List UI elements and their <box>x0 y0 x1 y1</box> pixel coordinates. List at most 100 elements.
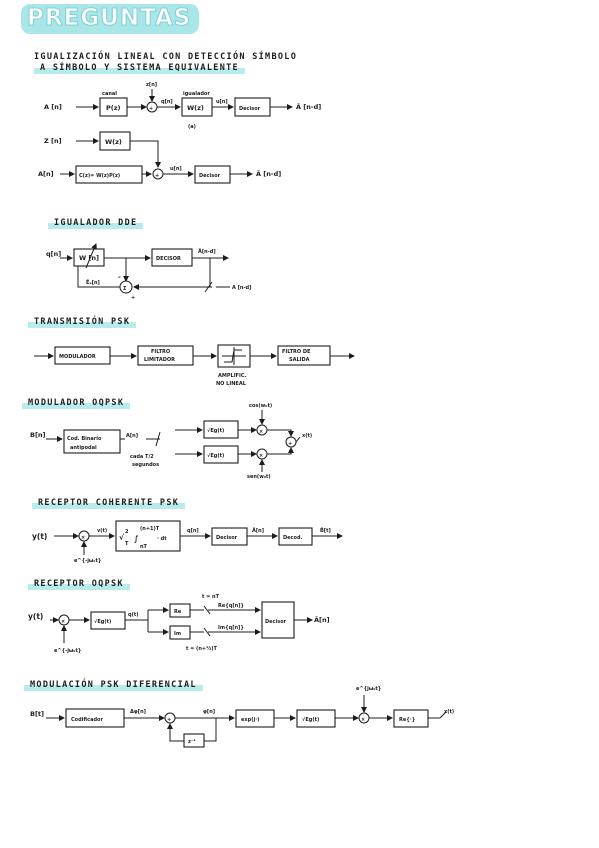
svg-text:×: × <box>259 429 263 435</box>
label-u2: u[n] <box>170 166 182 172</box>
label-plus: + <box>131 295 135 301</box>
block-w-dde-label: W [n] <box>79 254 99 262</box>
block-g-lower-label: √Eg(t) <box>207 452 224 459</box>
section-title-igualador-dde: IGUALADOR DDE <box>48 218 144 229</box>
block-cod-binario <box>63 429 121 454</box>
label-q-dde: q[n] <box>46 250 61 258</box>
int-upper: (n+1)T <box>140 526 160 532</box>
label-x-dpsk: x(t) <box>444 709 454 715</box>
block-delay-label: z⁻¹ <box>188 739 196 745</box>
block-filtro-label-1: FILTRO <box>151 349 170 355</box>
section-title-igualizacion: IGUALIZACIÓN LINEAL CON DETECCIÓN SÍMBOL… <box>34 52 298 62</box>
label-q-coh: q[n] <box>187 528 199 534</box>
block-modulador-label: MODULADOR <box>59 354 96 360</box>
svg-text:+: + <box>155 173 159 179</box>
svg-text:×: × <box>361 717 365 723</box>
block-im-label: Im <box>174 631 181 637</box>
label-u: u[n] <box>216 99 228 105</box>
block-re-dpsk-label: Re{·} <box>399 717 415 723</box>
label-amp-1: AMPLIFIC. <box>218 373 247 379</box>
label-cada-1: cada T/2 <box>130 454 154 460</box>
page-title: PREGUNTAS <box>21 4 200 34</box>
block-g-upper-label: √Eg(t) <box>207 427 224 434</box>
section-title-transmision-psk: TRANSMISIÓN PSK <box>28 317 137 328</box>
label-ahat-coh: Â[n] <box>252 527 264 534</box>
label-input-z: Z [n] <box>44 137 62 145</box>
label-v: v(t) <box>97 528 107 534</box>
label-e-coh: e^{-jω₀t} <box>74 558 101 564</box>
block-exp-label: exp(j·) <box>241 717 259 723</box>
label-sigma: Σ <box>123 286 127 292</box>
label-b-in: B[n] <box>30 431 46 439</box>
block-decisor-oq-label: Decisor <box>265 619 287 625</box>
diagram-psk-tx: MODULADOR FILTRO LIMITADOR AMPLIFIC. NO … <box>34 344 355 387</box>
label-output-2: Â [n-d] <box>256 169 281 178</box>
label-da: Δφ[n] <box>130 709 146 715</box>
block-g-oq-label: √Eg(t) <box>94 618 111 625</box>
block-decisor-2-label: Decisor <box>199 173 221 179</box>
diagram-dde: q[n] W [n] DECISOR Â[n-d] - Σ + A [n-d] … <box>46 243 251 301</box>
label-y-oq: y(t) <box>28 612 43 621</box>
label-ahat-oq: Â[n] <box>314 615 330 624</box>
block-codificador-label: Codificador <box>71 717 103 723</box>
diagram-oqpsk-rx: y(t) × e^{-jω₀t} √Eg(t) q(t) Re Im t = n… <box>28 594 330 654</box>
int-t: T <box>125 541 129 547</box>
label-phi: φ[n] <box>203 709 215 715</box>
int-sqrt: √ <box>119 533 125 542</box>
section-title-modulador-oqpsk: MODULADOR OQPSK <box>22 398 131 409</box>
block-integrator <box>115 520 181 552</box>
svg-text:×: × <box>259 453 263 459</box>
block-salida-label-2: SALIDA <box>289 357 310 363</box>
block-salida-label-1: FILTRO DE <box>282 349 311 355</box>
label-input-a2: A[n] <box>38 170 54 178</box>
block-channel-p-label: P(z) <box>106 104 121 112</box>
label-input-a: A [n] <box>44 103 62 111</box>
diagram-oqpsk-mod: B[n] Cod. Binario antipodal A[n] cada T/… <box>30 403 312 480</box>
label-t2: t = (n+½)T <box>186 645 218 652</box>
int-sign: ∫ <box>134 534 139 543</box>
svg-text:+: + <box>167 717 171 723</box>
label-sin: sen(w₀t) <box>247 474 271 480</box>
label-minus: - <box>118 273 121 281</box>
section-title-receptor-coherente: RECEPTOR COHERENTE PSK <box>32 498 186 509</box>
block-c-label: C(z)= W(z)P(z) <box>79 173 120 179</box>
label-req: Re{q[n]} <box>218 603 244 609</box>
block-decisor-dde-label: DECISOR <box>156 256 181 262</box>
label-amp-2: NO LINEAL <box>216 381 247 387</box>
label-bhat: B̂[t] <box>320 527 331 534</box>
label-output: Â [n-d] <box>296 102 321 111</box>
block-filtro-label-2: LIMITADOR <box>144 357 175 363</box>
svg-text:×: × <box>61 619 65 625</box>
int-dt: · dt <box>157 536 167 542</box>
label-e-dpsk: e^{jω₀t} <box>356 686 381 692</box>
svg-text:×: × <box>81 535 85 541</box>
block-equalizer-w-label: W(z) <box>187 104 204 112</box>
label-q: q[n] <box>161 99 173 105</box>
label-canal: canal <box>102 91 117 97</box>
label-aref: A [n-d] <box>232 285 251 291</box>
label-imq: Im{q[n]} <box>218 625 244 631</box>
label-x-out: x(t) <box>302 433 312 439</box>
diagram-coherent-rx: y(t) × e^{-jω₀t} v(t) √ 2 T ∫ (n+1)T nT … <box>32 520 343 564</box>
section-title-receptor-oqpsk: RECEPTOR OQPSK <box>28 579 130 590</box>
block-decisor-label: Decisor <box>239 106 261 112</box>
label-noise: z[n] <box>146 82 157 88</box>
block-w2-label: W(z) <box>105 138 122 146</box>
diagram-dpsk: B[t] Codificador Δφ[n] + φ[n] z⁻¹ exp(j·… <box>30 686 454 748</box>
label-q-oq: q(t) <box>128 612 139 618</box>
diagram-equalizer: A [n] canal P(z) + z[n] q[n] igualador W… <box>38 82 321 184</box>
label-cada-2: segundos <box>132 462 159 468</box>
label-ahat-dde: Â[n-d] <box>198 248 216 255</box>
section-title-psk-diferencial: MODULACIÓN PSK DIFERENCIAL <box>24 680 203 691</box>
block-decisor-coh-label: Decisor <box>216 535 238 541</box>
svg-text:+: + <box>149 106 153 112</box>
label-t1: t = nT <box>202 594 220 600</box>
label-igualador: igualador <box>183 91 210 97</box>
label-y-coh: y(t) <box>32 532 47 541</box>
label-cos: cos(w₀t) <box>249 403 272 409</box>
int-lower: nT <box>140 544 148 550</box>
int-2: 2 <box>125 529 129 535</box>
label-e-oq: e^{-jω₀t} <box>54 648 81 654</box>
block-cod-label-2: antipodal <box>70 445 97 451</box>
